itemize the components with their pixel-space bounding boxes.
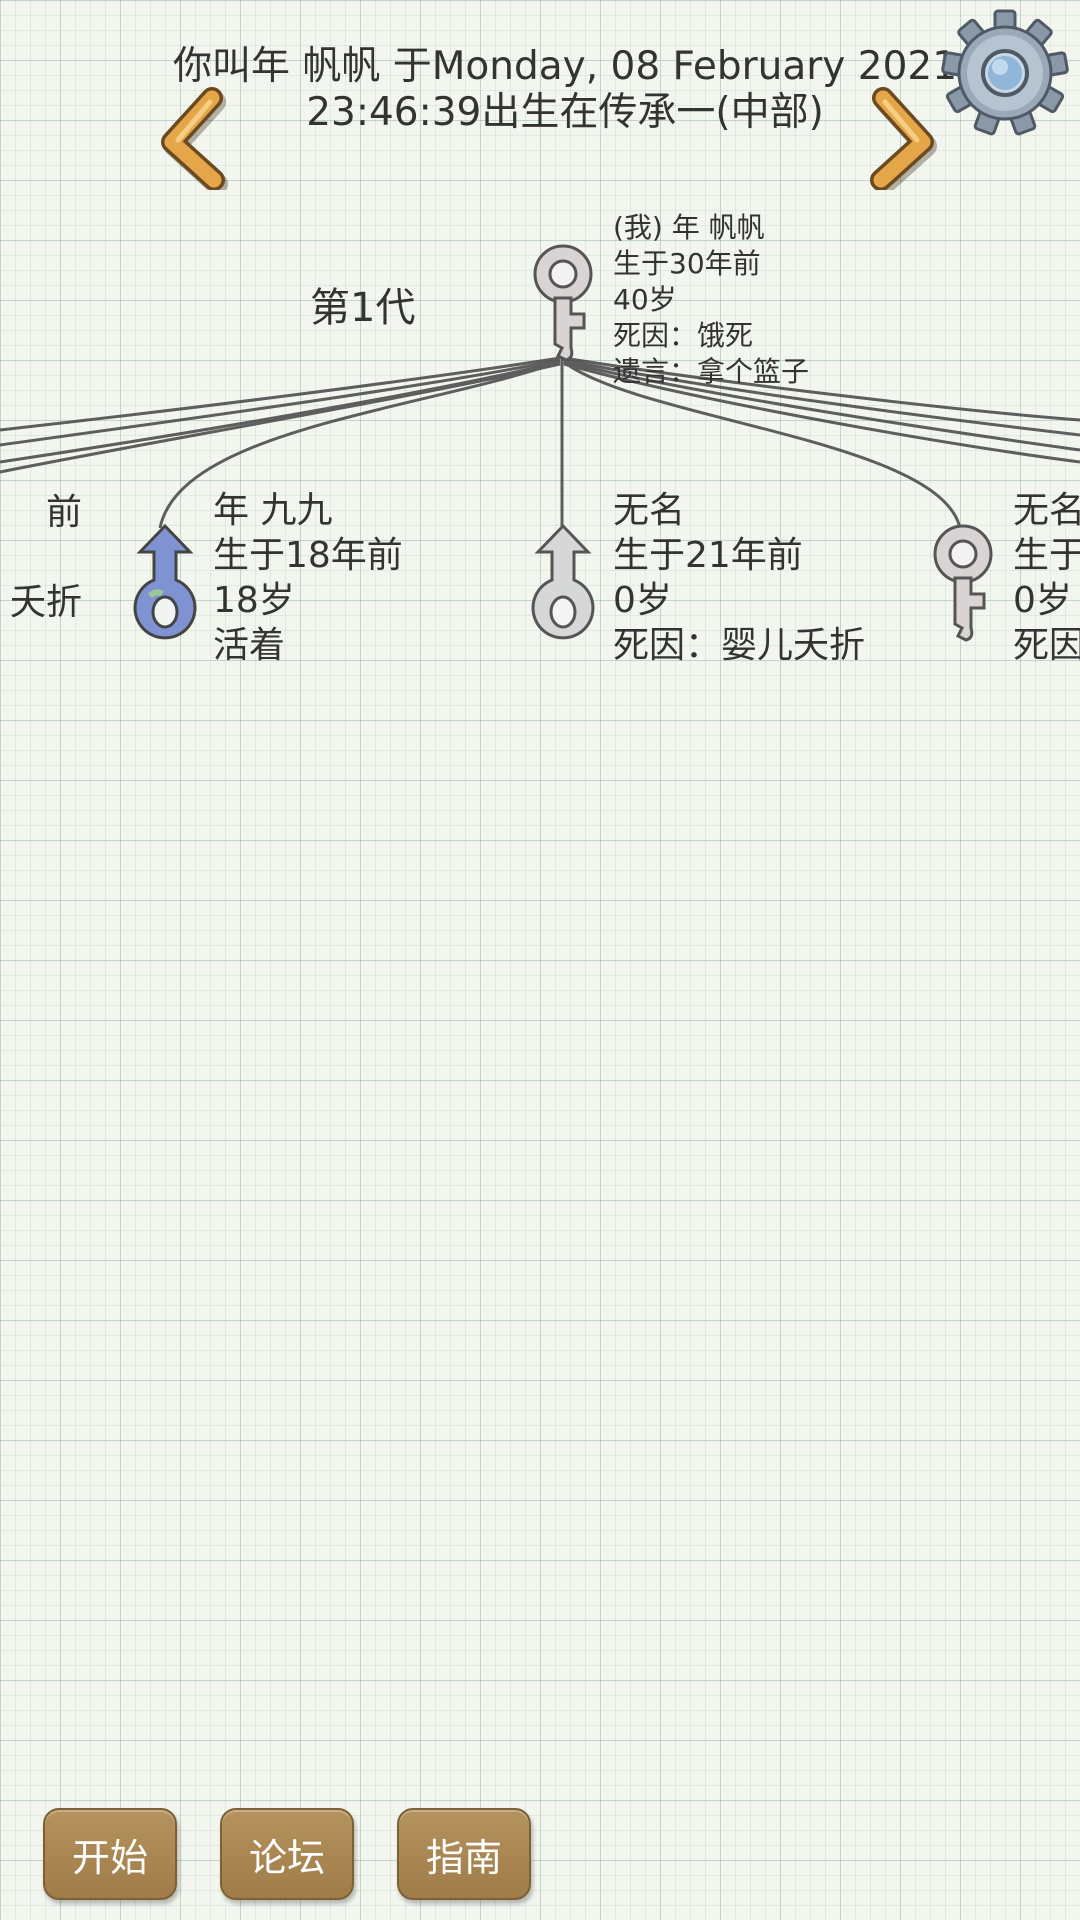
title-line-2: 23:46:39出生在传承一(中部) (306, 90, 824, 135)
person-status: 夭折 (9, 582, 82, 623)
tree-line (563, 360, 962, 529)
person-age: 18岁 (213, 580, 295, 621)
tree-line (0, 358, 561, 447)
person-status: 死因 (1013, 625, 1080, 666)
child-info-2: 无名 生于21年前 0岁 死因：婴儿夭折 (613, 488, 865, 668)
person-status: 死因：婴儿夭折 (613, 625, 866, 666)
person-name: 年 九九 (213, 490, 333, 531)
male-symbol-icon[interactable] (528, 520, 598, 650)
tree-line (563, 356, 1080, 422)
person-born: 生于21年前 (613, 535, 803, 576)
tree-line (158, 360, 561, 529)
person-age: 0岁 (613, 580, 672, 621)
generation-label: 第1代 (310, 285, 416, 331)
child-info-3: 无名 生于 0岁 死因 (1013, 488, 1080, 668)
person-born: 前 (45, 492, 82, 533)
child-info-1: 年 九九 生于18年前 18岁 活着 (213, 488, 403, 668)
start-button[interactable]: 开始 (43, 1808, 177, 1900)
child-info-partial: 前 夭折 (0, 490, 82, 625)
tree-line (563, 358, 1080, 437)
person-age (0, 535, 82, 580)
tree-line (0, 360, 561, 464)
title-line-1: 你叫年 帆帆 于Monday, 08 February 2021 (172, 44, 958, 89)
person-age: 40岁 (613, 283, 677, 316)
male-symbol-icon[interactable] (130, 520, 200, 650)
person-name: 无名 (613, 490, 686, 531)
female-symbol-icon[interactable] (928, 520, 998, 650)
person-age: 0岁 (1013, 580, 1072, 621)
tree-line (563, 360, 1080, 452)
tree-line (563, 362, 1080, 464)
chevron-right-icon[interactable] (845, 80, 945, 190)
person-born: 生于 (1013, 535, 1080, 576)
person-name: 无名 (1013, 490, 1080, 531)
person-born: 生于18年前 (213, 535, 403, 576)
tree-line (0, 362, 561, 474)
guide-button[interactable]: 指南 (397, 1808, 531, 1900)
person-status: 活着 (213, 625, 286, 666)
forum-button[interactable]: 论坛 (220, 1808, 354, 1900)
chevron-left-icon[interactable] (150, 80, 250, 190)
person-born: 生于30年前 (613, 247, 761, 280)
female-symbol-icon[interactable] (528, 240, 598, 370)
family-tree-lines (0, 356, 1080, 529)
gear-icon[interactable] (940, 8, 1070, 138)
person-last-words: 遗言：拿个篮子 (613, 355, 810, 388)
person-death: 死因：饿死 (613, 319, 754, 352)
self-info: (我) 年 帆帆 生于30年前 40岁 死因：饿死 遗言：拿个篮子 (613, 210, 809, 390)
page-title: 你叫年 帆帆 于Monday, 08 February 2021 23:46:3… (160, 44, 970, 136)
tree-line (0, 356, 561, 432)
person-name: (我) 年 帆帆 (613, 211, 765, 244)
